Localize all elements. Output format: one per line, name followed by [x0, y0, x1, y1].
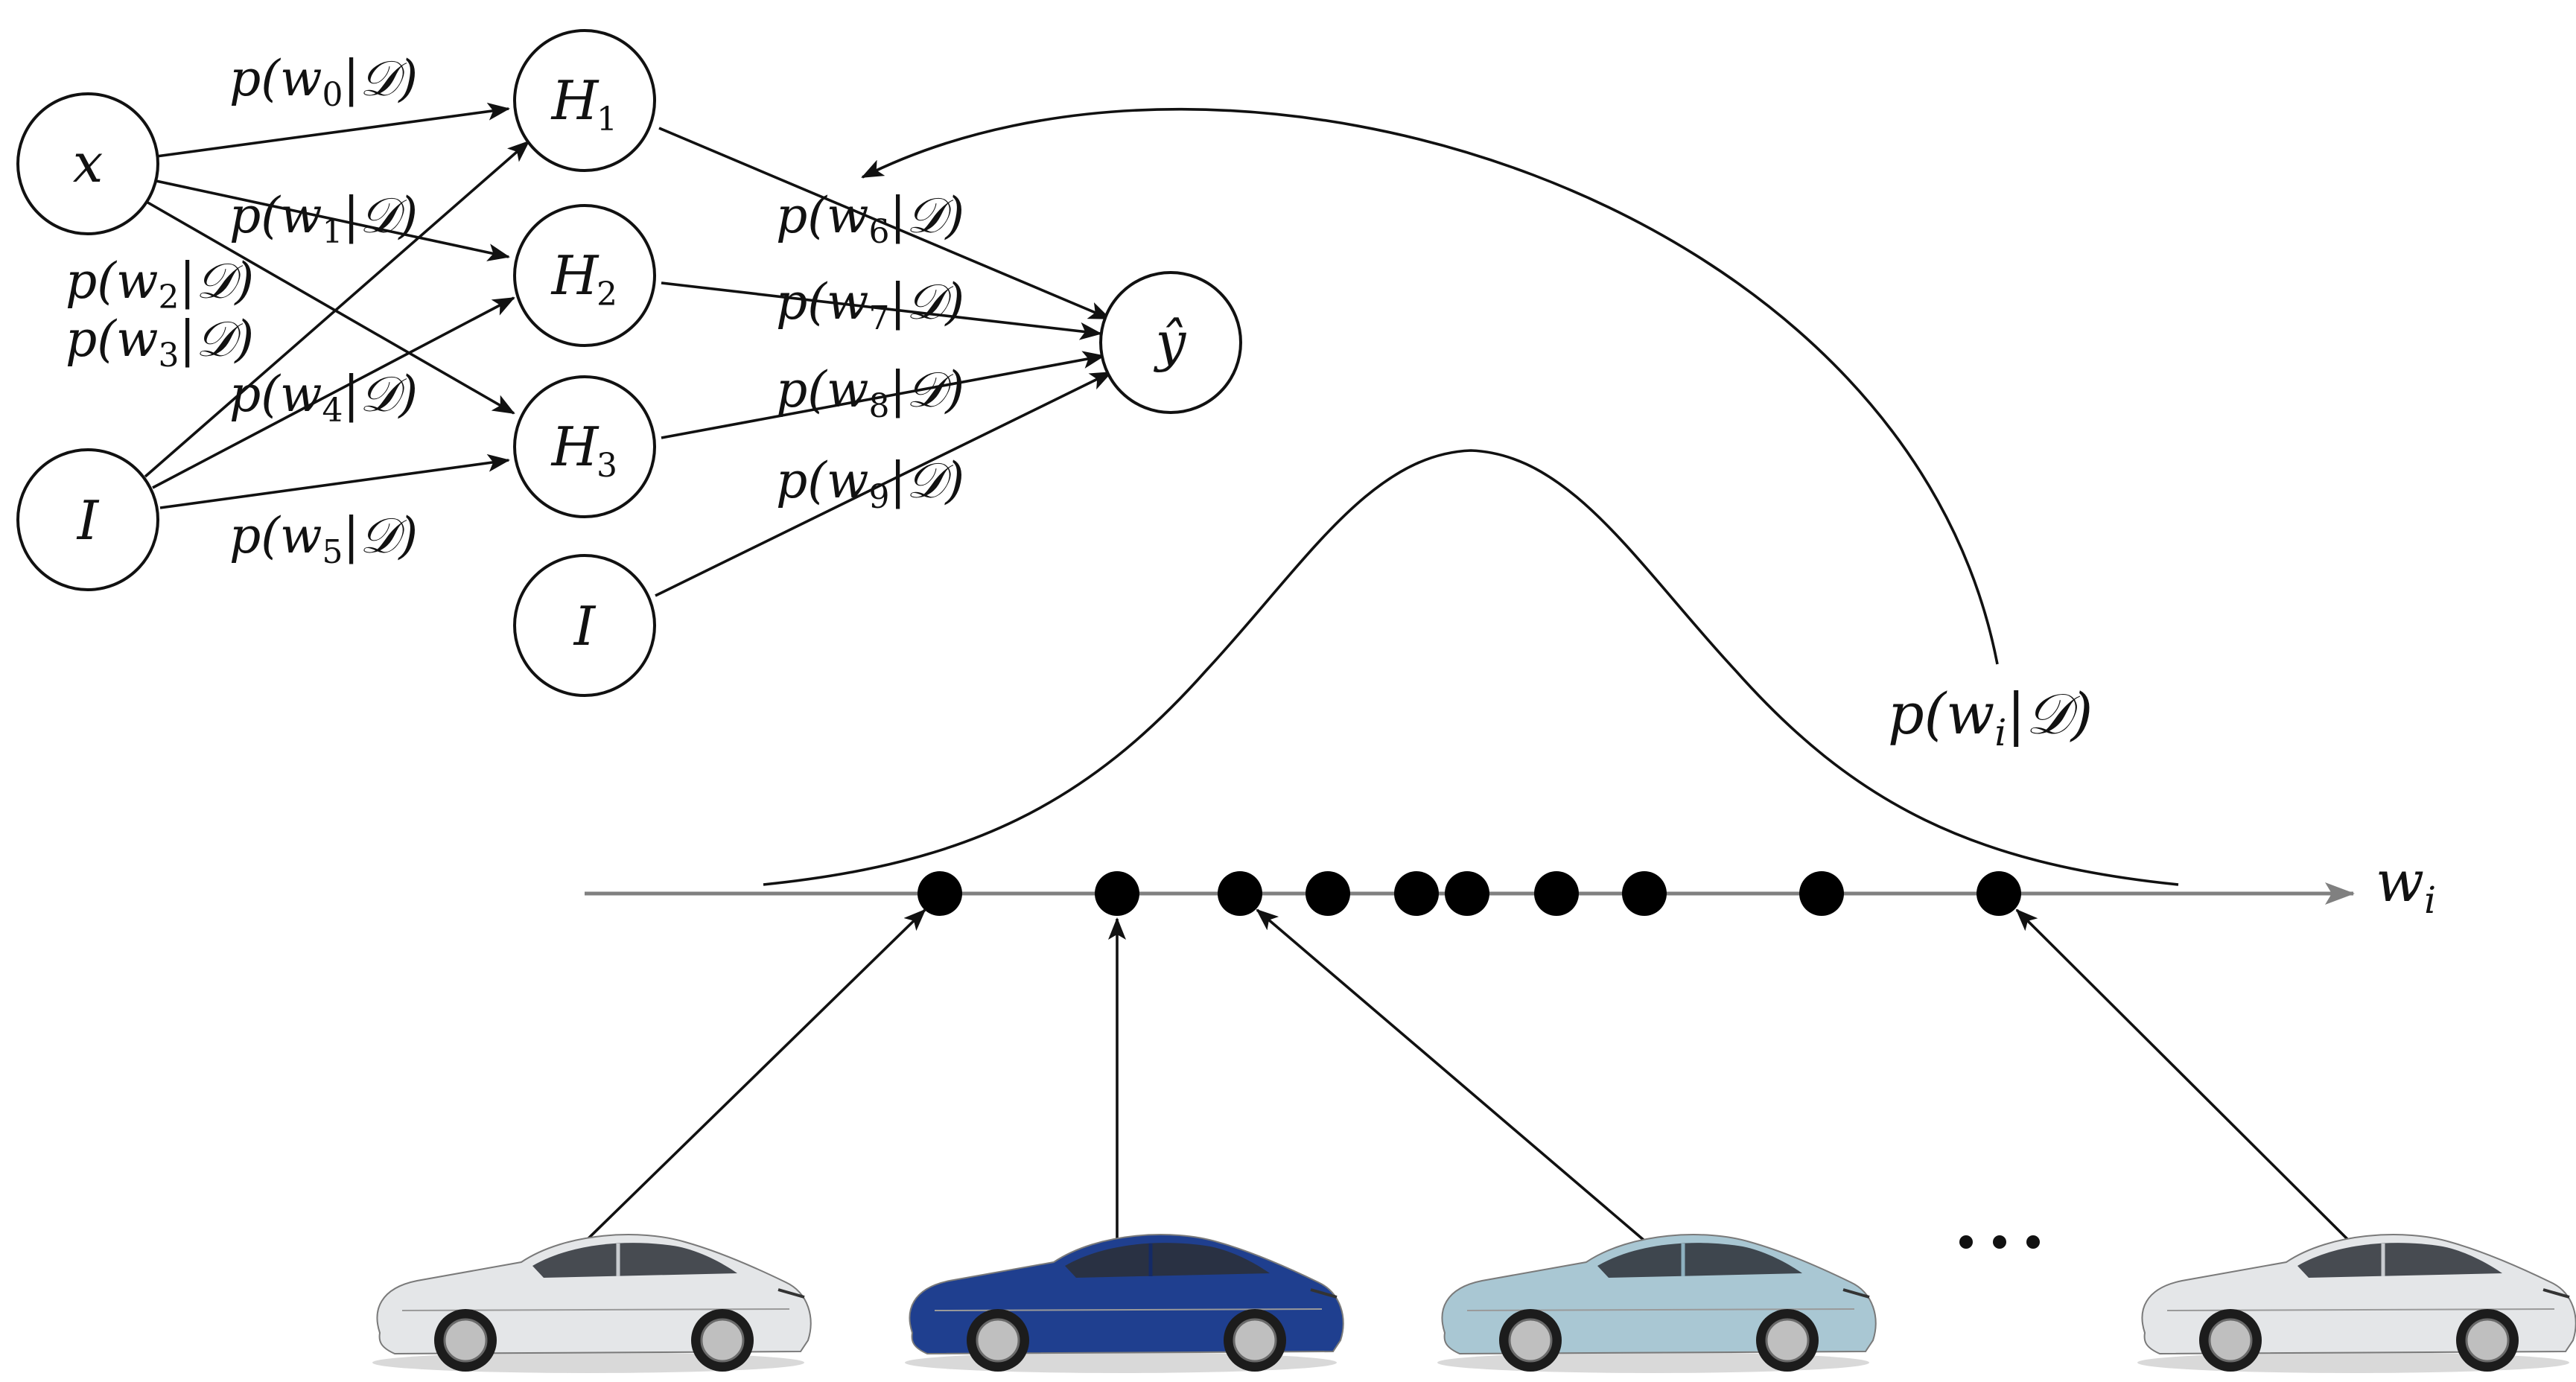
sample-point: [1394, 871, 1439, 916]
weight-label-w6: p(w6|𝒟): [776, 187, 964, 251]
svg-text:p(w5|𝒟): p(w5|𝒟): [229, 507, 418, 571]
node-h1-label: H: [550, 69, 600, 132]
edge-w9: [655, 371, 1113, 597]
node-h2-label: H: [550, 244, 600, 307]
sample-point: [1445, 871, 1489, 916]
posterior-density-curve: [763, 449, 2179, 886]
sample-point: [1534, 871, 1579, 916]
weight-axis-label: wi: [2376, 848, 2436, 922]
node-h3-label: H: [550, 415, 600, 478]
car-white: [2137, 1234, 2576, 1373]
posterior-samples: [917, 871, 2021, 916]
posterior-to-weight-arrow: [861, 107, 1999, 665]
svg-text:p(w9|𝒟): p(w9|𝒟): [776, 452, 964, 516]
svg-text:p(w1|𝒟): p(w1|𝒟): [229, 187, 418, 251]
network-edges: [144, 102, 1113, 597]
sample-point: [1095, 871, 1139, 916]
posterior-label: p(wi|𝒟): [1888, 681, 2093, 754]
weight-label-w8: p(w8|𝒟): [776, 361, 964, 425]
edge-w4: [152, 296, 515, 489]
weight-labels: p(w0|𝒟) p(w1|𝒟) p(w2|𝒟) p(w3|𝒟) p(w4|𝒟) …: [66, 50, 964, 571]
weight-label-w5: p(w5|𝒟): [229, 507, 418, 571]
edge-w6: [658, 127, 1111, 320]
sample-point: [1306, 871, 1350, 916]
car-arrow-4: [2015, 908, 2355, 1246]
edge-w7: [661, 281, 1102, 340]
svg-text:p(w3|𝒟): p(w3|𝒟): [66, 311, 254, 375]
node-h1: H 1: [513, 29, 656, 172]
weight-label-w1: p(w1|𝒟): [229, 187, 418, 251]
ensemble-ellipsis: [1959, 1235, 2040, 1249]
edge-w2: [144, 200, 515, 415]
svg-text:p(w8|𝒟): p(w8|𝒟): [776, 361, 964, 425]
node-x: x: [16, 92, 159, 235]
car-arrow-1: [583, 908, 926, 1244]
edge-w5: [159, 453, 510, 509]
weight-label-w2: p(w2|𝒟): [66, 252, 254, 316]
node-h2-subscript: 2: [597, 276, 617, 313]
node-bias-hidden-label: I: [573, 595, 597, 657]
car-blue: [905, 1234, 1344, 1373]
node-x-label: x: [73, 132, 104, 194]
node-output-label: ŷ: [1154, 311, 1187, 373]
node-h3-subscript: 3: [597, 447, 617, 485]
sample-point: [1799, 871, 1844, 916]
svg-text:p(w2|𝒟): p(w2|𝒟): [66, 252, 254, 316]
car-white: [372, 1234, 812, 1373]
svg-text:p(w0|𝒟): p(w0|𝒟): [229, 50, 418, 114]
weight-label-w9: p(w9|𝒟): [776, 452, 964, 516]
node-h2: H 2: [513, 204, 656, 347]
edge-w8: [661, 351, 1105, 439]
sample-point: [1976, 871, 2021, 916]
node-bias-input-label: I: [76, 489, 100, 552]
sample-point: [1218, 871, 1262, 916]
svg-text:p(w7|𝒟): p(w7|𝒟): [776, 273, 964, 337]
svg-text:p(w4|𝒟): p(w4|𝒟): [229, 366, 418, 430]
sample-point: [917, 871, 962, 916]
weight-label-w3: p(w3|𝒟): [66, 311, 254, 375]
sample-point: [1622, 871, 1667, 916]
node-h1-subscript: 1: [597, 101, 617, 138]
edge-w1: [152, 179, 510, 261]
car-to-sample-arrows: [583, 908, 2355, 1246]
weight-label-w0: p(w0|𝒟): [229, 50, 418, 114]
svg-text:p(w6|𝒟): p(w6|𝒟): [776, 187, 964, 251]
weight-label-w4: p(w4|𝒟): [229, 366, 418, 430]
edge-w0: [156, 102, 510, 158]
car-arrow-3: [1256, 908, 1651, 1246]
weight-label-w7: p(w7|𝒟): [776, 273, 964, 337]
edge-w3: [144, 140, 530, 478]
node-h3: H 3: [513, 375, 656, 518]
node-bias-input: I: [16, 448, 159, 591]
car-light-blue: [1437, 1234, 1877, 1373]
node-output: ŷ: [1099, 271, 1242, 414]
node-bias-hidden: I: [513, 554, 656, 697]
